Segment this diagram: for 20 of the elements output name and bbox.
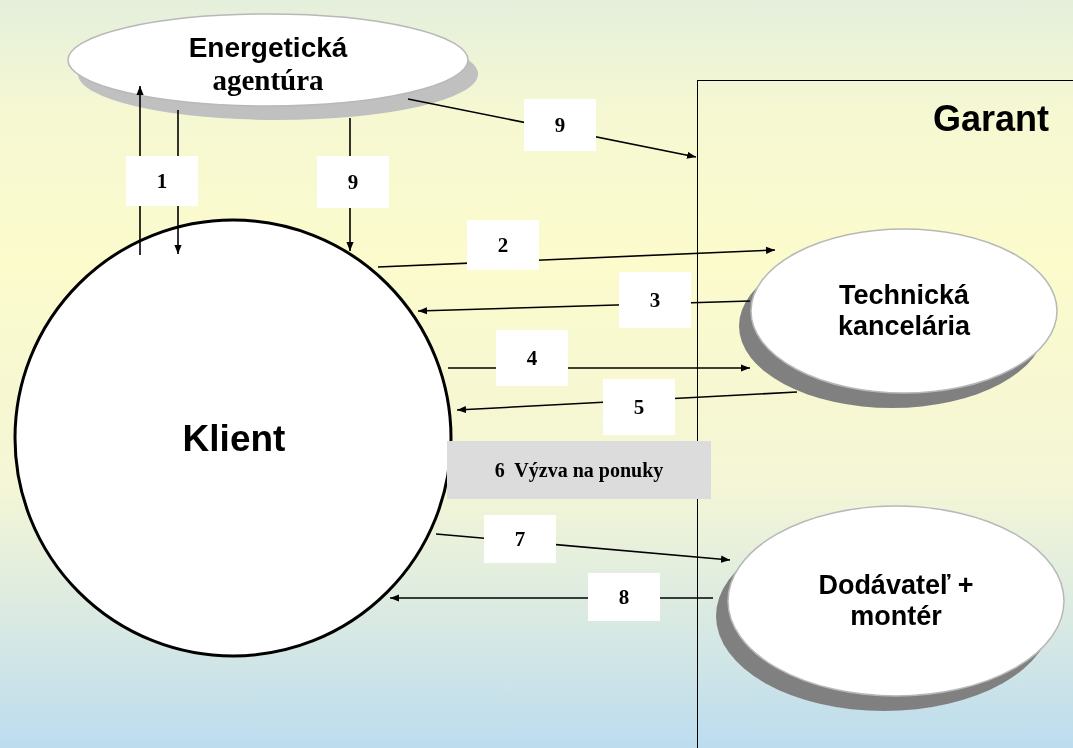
edge-label: 7 bbox=[484, 515, 556, 563]
node-label: Technická kancelária bbox=[836, 279, 972, 343]
ellipse-node bbox=[739, 229, 1059, 411]
edge-label: 4 bbox=[496, 330, 568, 386]
edge-label: 9 bbox=[524, 99, 596, 151]
edge-label: 5 bbox=[603, 379, 675, 435]
node-label: Klient bbox=[182, 417, 286, 461]
ellipse-node bbox=[716, 506, 1066, 714]
edge-label: 2 bbox=[467, 220, 539, 270]
node-label: agentúra bbox=[212, 64, 324, 98]
edge-label: 9 bbox=[317, 156, 389, 208]
step-label: 6 Výzva na ponuky bbox=[447, 441, 711, 499]
edge-label: 8 bbox=[588, 573, 660, 621]
edge-label: 1 bbox=[126, 156, 198, 206]
group-box bbox=[697, 80, 1073, 748]
node-label: Garant bbox=[932, 98, 1049, 140]
circle-node bbox=[14, 219, 452, 657]
node-label: Energetická bbox=[188, 32, 348, 65]
edge-label: 3 bbox=[619, 272, 691, 328]
node-label: Dodávateľ + montér bbox=[817, 569, 975, 633]
